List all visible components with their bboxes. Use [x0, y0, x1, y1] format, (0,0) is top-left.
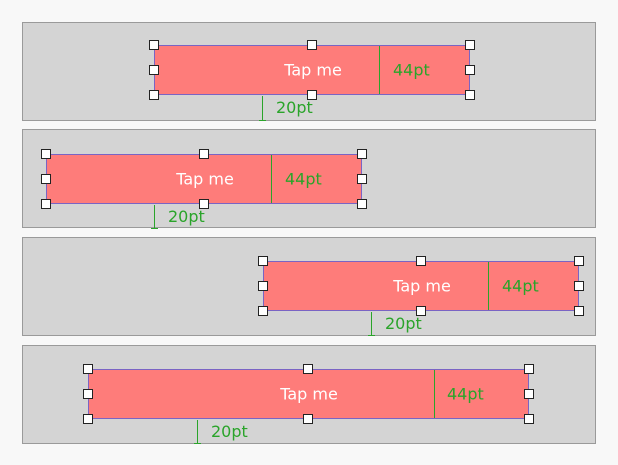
resize-handle-top-center[interactable]: [307, 40, 317, 50]
resize-handle-top-right[interactable]: [465, 40, 475, 50]
height-measure-line: [434, 370, 435, 418]
height-measure-line: [271, 155, 272, 203]
height-measure-label: 44pt: [502, 276, 539, 296]
height-measure-line: [488, 262, 489, 310]
height-measure-label: 44pt: [393, 60, 430, 80]
resize-handle-bottom-center[interactable]: [416, 306, 426, 316]
bottom-gap-measure-cap: [259, 120, 266, 121]
bottom-gap-measure-label: 20pt: [276, 98, 313, 117]
resize-handle-middle-left[interactable]: [41, 174, 51, 184]
bottom-gap-measure-cap: [194, 443, 201, 444]
button-label: Tap me: [280, 384, 338, 404]
resize-handle-top-right[interactable]: [524, 364, 534, 374]
resize-handle-middle-left[interactable]: [149, 65, 159, 75]
resize-handle-bottom-center[interactable]: [307, 90, 317, 100]
resize-handle-top-right[interactable]: [574, 256, 584, 266]
bottom-gap-measure-line: [371, 312, 372, 336]
resize-handle-bottom-center[interactable]: [303, 414, 313, 424]
bottom-gap-measure-cap: [151, 228, 158, 229]
resize-handle-top-center[interactable]: [303, 364, 313, 374]
height-measure-line: [379, 46, 380, 94]
resize-handle-bottom-right[interactable]: [574, 306, 584, 316]
bottom-gap-measure-cap: [368, 335, 375, 336]
tap-me-button-1[interactable]: Tap me 44pt: [154, 45, 470, 95]
resize-handle-top-right[interactable]: [357, 149, 367, 159]
resize-handle-middle-right[interactable]: [524, 389, 534, 399]
bottom-gap-measure-line: [262, 96, 263, 121]
bottom-gap-measure-line: [197, 420, 198, 444]
resize-handle-top-center[interactable]: [416, 256, 426, 266]
resize-handle-middle-left[interactable]: [83, 389, 93, 399]
button-label: Tap me: [176, 169, 234, 189]
bottom-gap-measure-line: [154, 205, 155, 229]
resize-handle-middle-right[interactable]: [357, 174, 367, 184]
bottom-gap-measure-label: 20pt: [168, 207, 205, 226]
resize-handle-top-left[interactable]: [149, 40, 159, 50]
resize-handle-middle-right[interactable]: [465, 65, 475, 75]
resize-handle-bottom-center[interactable]: [199, 199, 209, 209]
tap-me-button-2[interactable]: Tap me 44pt: [46, 154, 362, 204]
resize-handle-middle-right[interactable]: [574, 281, 584, 291]
resize-handle-middle-left[interactable]: [258, 281, 268, 291]
resize-handle-top-left[interactable]: [258, 256, 268, 266]
resize-handle-bottom-right[interactable]: [465, 90, 475, 100]
resize-handle-bottom-left[interactable]: [83, 414, 93, 424]
resize-handle-top-left[interactable]: [83, 364, 93, 374]
resize-handle-bottom-right[interactable]: [524, 414, 534, 424]
button-label: Tap me: [393, 276, 451, 296]
resize-handle-bottom-left[interactable]: [258, 306, 268, 316]
resize-handle-top-left[interactable]: [41, 149, 51, 159]
tap-me-button-3[interactable]: Tap me 44pt: [263, 261, 579, 311]
height-measure-label: 44pt: [447, 384, 484, 404]
resize-handle-bottom-left[interactable]: [41, 199, 51, 209]
resize-handle-bottom-left[interactable]: [149, 90, 159, 100]
tap-me-button-4[interactable]: Tap me 44pt: [88, 369, 529, 419]
bottom-gap-measure-label: 20pt: [211, 422, 248, 441]
resize-handle-bottom-right[interactable]: [357, 199, 367, 209]
height-measure-label: 44pt: [285, 169, 322, 189]
button-label: Tap me: [284, 60, 342, 80]
bottom-gap-measure-label: 20pt: [385, 314, 422, 333]
resize-handle-top-center[interactable]: [199, 149, 209, 159]
